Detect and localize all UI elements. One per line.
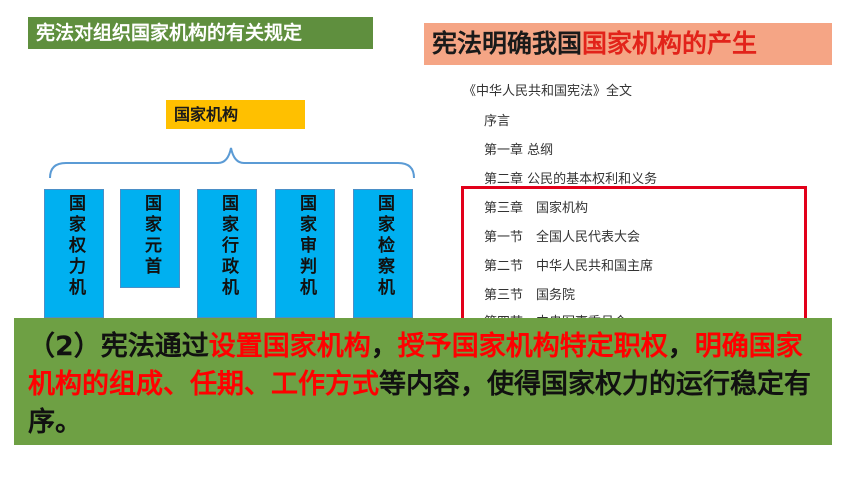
toc-line: 第二章 公民的基本权利和义务	[484, 172, 658, 187]
summary-highlight: 设置国家机构	[208, 331, 371, 362]
org-box-legislative: 国家权力机关	[44, 189, 104, 318]
summary-text: （2）宪法通过	[28, 331, 209, 362]
org-box-administrative: 国家行政机关	[197, 189, 257, 318]
title-highlight: 国家机构的产生	[582, 29, 758, 58]
constitution-header: 《中华人民共和国宪法》全文	[463, 84, 633, 99]
summary-text: 等内容，使得国家权力的运行稳定有序。	[28, 369, 811, 438]
summary-highlight: 授予国家机构特定职权	[397, 331, 668, 362]
org-box-procuratorial: 国家检察机关	[353, 189, 413, 318]
title-prefix: 宪法明确我国	[432, 29, 583, 58]
summary-box: （2）宪法通过设置国家机构，授予国家机构特定职权，明确国家机构的组成、任期、工作…	[14, 318, 832, 445]
toc-line-framed: 第三章 国家机构	[484, 201, 589, 216]
summary-highlight: 明确国家机构的组成、任期、工作方式	[28, 331, 803, 400]
highlight-frame	[461, 186, 807, 330]
toc-line-framed: 第三节 国务院	[484, 288, 576, 303]
section-tag: 宪法对组织国家机构的有关规定	[28, 17, 373, 49]
toc-line: 第一章 总纲	[484, 143, 554, 158]
toc-line-framed: 第二节 中华人民共和国主席	[484, 259, 654, 274]
org-chart-title: 国家机构	[166, 100, 305, 129]
section-title: 宪法明确我国国家机构的产生	[424, 23, 832, 65]
org-box-head-of-state: 国家元首	[120, 189, 180, 288]
summary-text: ，	[667, 331, 695, 362]
org-box-judicial: 国家审判机关	[275, 189, 335, 318]
toc-line: 序言	[484, 114, 511, 129]
toc-line-framed: 第一节 全国人民代表大会	[484, 230, 641, 245]
summary-text: ，	[370, 331, 398, 362]
